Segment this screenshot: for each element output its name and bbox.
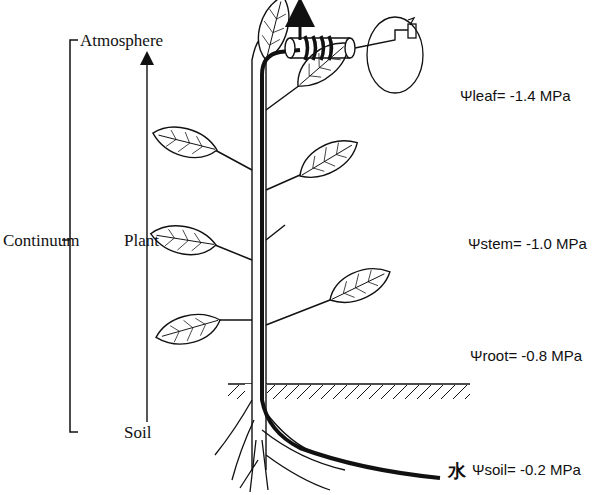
water-potential: Ψleaf= -1.4 MPa <box>460 88 571 105</box>
continuum-label: Continuum <box>3 232 80 251</box>
continuum-label: Plant <box>124 232 159 251</box>
water-symbol: 水 <box>448 462 466 482</box>
water-potential: Ψstem= -1.0 MPa <box>468 236 587 253</box>
water-potential: Ψsoil= -0.2 MPa <box>472 462 581 479</box>
water-potential: Ψroot= -0.8 MPa <box>470 348 582 365</box>
continuum-label: Atmosphere <box>80 32 163 51</box>
continuum-label: Soil <box>124 424 151 443</box>
